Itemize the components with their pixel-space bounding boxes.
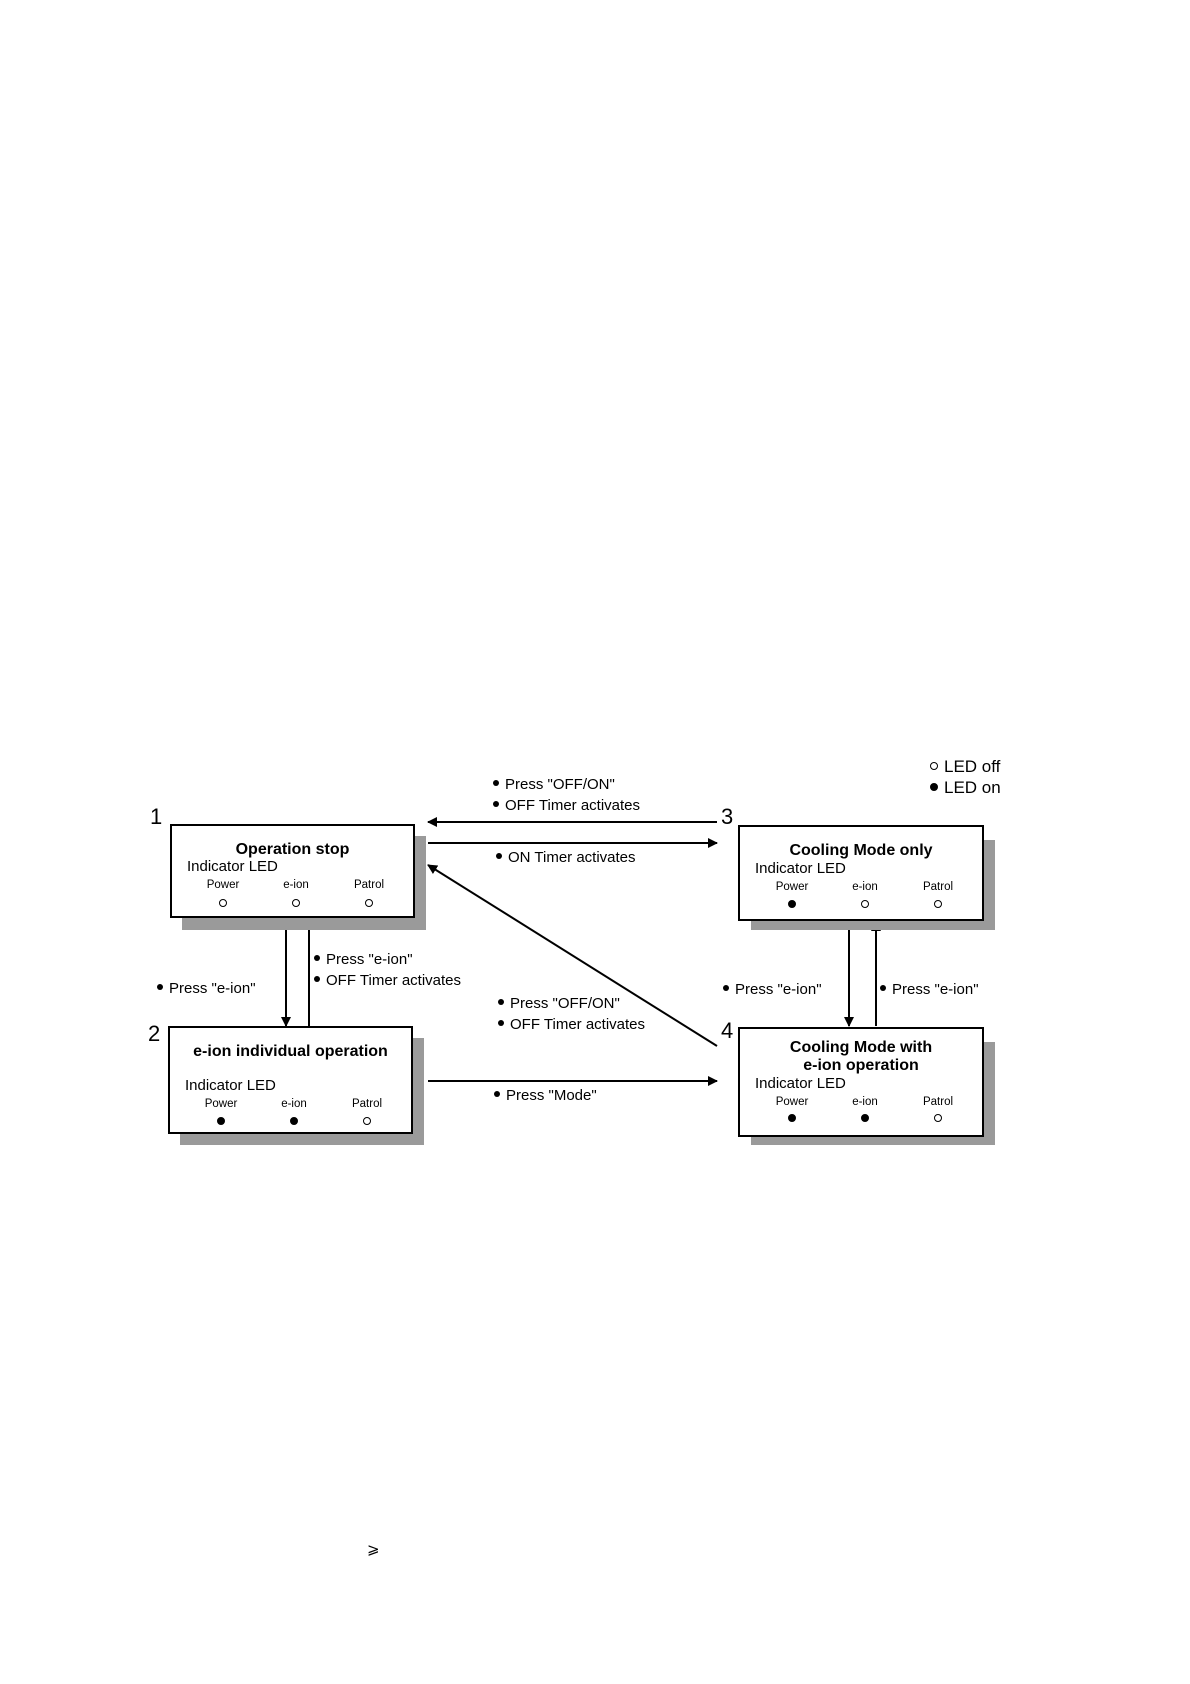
legend-led-on: LED on [930, 777, 1001, 798]
led-label-power: Power [775, 1096, 809, 1108]
led-patrol-off-icon [365, 899, 373, 907]
indicator-led-caption: Indicator LED [185, 1077, 276, 1094]
bullet-icon [496, 853, 502, 860]
label-line: Press "e-ion" [169, 980, 256, 997]
label-s1-to-s2: Press "e-ion" [157, 978, 256, 999]
label-line: OFF Timer activates [326, 972, 462, 989]
led-e-ion-on-icon [861, 1114, 869, 1122]
led-label-patrol: Patrol [351, 1098, 383, 1110]
label-line: Press "OFF/ON" [505, 776, 615, 793]
led-e-ion-off-icon [292, 899, 300, 907]
legend-on-label: LED on [944, 778, 1001, 797]
led-power-off-icon [219, 899, 227, 907]
legend-off-label: LED off [944, 757, 1001, 776]
indicator-led-caption: Indicator LED [187, 858, 278, 875]
label-line: Press "e-ion" [892, 981, 979, 998]
label-s1-to-s3: ON Timer activates [496, 847, 636, 868]
bullet-icon [314, 955, 320, 962]
legend-led-off: LED off [930, 756, 1000, 777]
bullet-icon [494, 1091, 500, 1098]
state-box-e-ion-individual: e-ion individual operation Indicator LED… [168, 1026, 413, 1134]
state-number-3: 3 [721, 804, 734, 829]
bullet-icon [493, 801, 499, 808]
indicator-led-caption: Indicator LED [755, 1075, 846, 1092]
led-label-e-ion: e-ion [281, 1098, 307, 1110]
bullet-icon [314, 976, 320, 983]
bullet-icon [157, 984, 163, 991]
led-e-ion-off-icon [861, 900, 869, 908]
label-line: Press "Mode" [506, 1087, 597, 1104]
bullet-icon [880, 985, 886, 992]
led-label-power: Power [206, 879, 240, 891]
bullet-icon [498, 1020, 504, 1027]
bullet-icon [723, 985, 729, 992]
label-s2-to-s1: Press "e-ion" OFF Timer activates [314, 949, 461, 991]
label-line: OFF Timer activates [510, 1016, 646, 1033]
label-line: OFF Timer activates [505, 797, 641, 814]
led-off-icon [930, 761, 938, 770]
led-power-on-icon [788, 900, 796, 908]
state-box-cooling-with-e-ion: Cooling Mode with e-ion operation Indica… [738, 1027, 984, 1137]
state-box-cooling-mode-only: Cooling Mode only Indicator LED Power e-… [738, 825, 984, 921]
led-label-e-ion: e-ion [852, 1096, 878, 1108]
state-number-1: 1 [150, 804, 163, 829]
footnote-symbol: ⩾ [367, 1541, 380, 1558]
led-label-patrol: Patrol [922, 1096, 954, 1108]
state-number-2: 2 [148, 1021, 161, 1046]
label-line: ON Timer activates [508, 849, 636, 866]
led-label-patrol: Patrol [353, 879, 385, 891]
led-e-ion-on-icon [290, 1117, 298, 1125]
state-box-operation-stop: Operation stop Indicator LED Power e-ion… [170, 824, 415, 918]
led-patrol-off-icon [363, 1117, 371, 1125]
led-label-patrol: Patrol [922, 881, 954, 893]
led-on-icon [930, 782, 938, 791]
label-s3-to-s1: Press "OFF/ON" OFF Timer activates [493, 774, 640, 816]
bullet-icon [493, 780, 499, 787]
led-label-e-ion: e-ion [852, 881, 878, 893]
state-number-4: 4 [721, 1018, 734, 1043]
arrow-s4-to-s1 [427, 864, 718, 1047]
indicator-led-caption: Indicator LED [755, 860, 846, 877]
state-title: Cooling Mode only [789, 842, 933, 859]
state-title: e-ion individual operation [193, 1043, 388, 1060]
bullet-icon [498, 999, 504, 1006]
led-patrol-off-icon [934, 1114, 942, 1122]
label-line: Press "e-ion" [735, 981, 822, 998]
label-s2-to-s4: Press "Mode" [494, 1085, 597, 1106]
label-s3-to-s4: Press "e-ion" [723, 979, 822, 1000]
led-patrol-off-icon [934, 900, 942, 908]
state-title-line-1: Cooling Mode with [789, 1039, 933, 1056]
led-label-e-ion: e-ion [283, 879, 309, 891]
label-line: Press "e-ion" [326, 951, 413, 968]
led-power-on-icon [217, 1117, 225, 1125]
label-s4-to-s1: Press "OFF/ON" OFF Timer activates [498, 993, 645, 1035]
state-title-line-2: e-ion operation [803, 1057, 919, 1074]
label-line: Press "OFF/ON" [510, 995, 620, 1012]
state-title: Operation stop [235, 841, 350, 858]
led-label-power: Power [204, 1098, 238, 1110]
led-power-on-icon [788, 1114, 796, 1122]
label-s4-to-s3: Press "e-ion" [880, 979, 979, 1000]
led-label-power: Power [775, 881, 809, 893]
